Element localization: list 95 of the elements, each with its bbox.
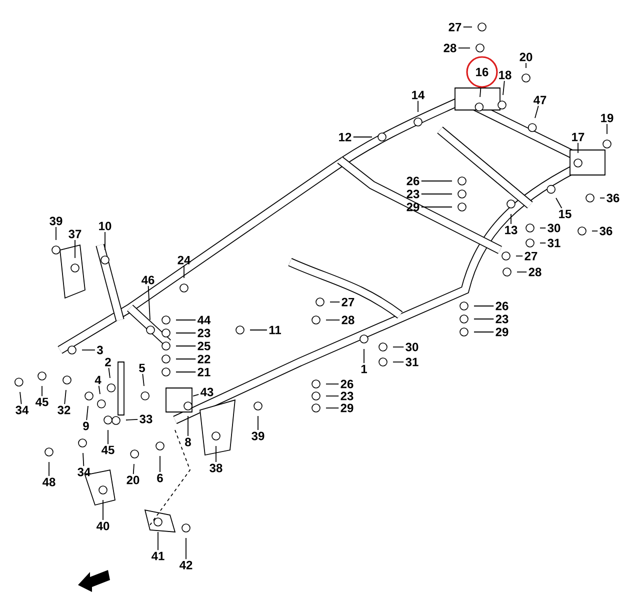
callout-number: 41 bbox=[152, 552, 164, 560]
callout-number: 3 bbox=[96, 346, 103, 354]
leader-line bbox=[104, 232, 106, 250]
leader-line bbox=[474, 318, 494, 320]
callout-number: 22 bbox=[198, 354, 210, 364]
callout-number: 23 bbox=[406, 190, 420, 198]
callout-number: 33 bbox=[140, 414, 152, 424]
callout-number: 31 bbox=[548, 238, 560, 248]
callout-number: 27 bbox=[448, 22, 462, 32]
callout-number: 28 bbox=[444, 44, 456, 52]
leader-line bbox=[176, 358, 196, 360]
callout-number: 20 bbox=[520, 52, 532, 62]
callout-number: 28 bbox=[528, 268, 542, 276]
callout-number: 38 bbox=[210, 464, 222, 472]
callout-number: 32 bbox=[58, 406, 70, 414]
callout-number: 20 bbox=[126, 476, 140, 484]
leader-line bbox=[148, 286, 150, 320]
leader-line bbox=[192, 394, 200, 396]
leader-line bbox=[540, 242, 546, 244]
callout-number: 1 bbox=[361, 364, 367, 374]
callout-number: 21 bbox=[198, 368, 210, 376]
callout-number: 39 bbox=[50, 216, 62, 226]
callout-number: 6 bbox=[157, 474, 163, 482]
leader-line bbox=[64, 390, 66, 404]
callout-number: 39 bbox=[252, 432, 264, 440]
callout-number: 43 bbox=[200, 388, 214, 396]
callout-number: 29 bbox=[340, 404, 354, 412]
callout-number: 11 bbox=[269, 326, 281, 334]
leader-line bbox=[20, 392, 22, 404]
callout-number: 34 bbox=[78, 468, 91, 476]
callout-number: 47 bbox=[534, 96, 546, 104]
callout-number: 12 bbox=[339, 132, 352, 142]
leader-line bbox=[502, 80, 505, 96]
leader-line bbox=[420, 180, 452, 182]
callout-number: 28 bbox=[342, 316, 354, 324]
callout-number: 24 bbox=[178, 256, 191, 264]
callout-number: 26 bbox=[496, 302, 508, 310]
callout-number: 14 bbox=[412, 90, 425, 100]
callout-number: 30 bbox=[406, 342, 418, 352]
callout-number: 13 bbox=[505, 226, 518, 234]
callout-number: 25 bbox=[198, 342, 210, 350]
callout-number: 23 bbox=[496, 314, 508, 324]
callout-number: 19 bbox=[601, 114, 614, 122]
leader-line bbox=[108, 367, 110, 378]
leader-line bbox=[462, 26, 472, 28]
callout-number: 44 bbox=[198, 316, 211, 324]
leader-line bbox=[132, 464, 134, 474]
leader-line bbox=[126, 418, 138, 420]
callout-number: 23 bbox=[198, 328, 210, 338]
circled-callout-number: 16 bbox=[466, 56, 498, 88]
leader-line bbox=[606, 124, 608, 134]
callout-number: 36 bbox=[600, 226, 612, 236]
callout-number: 26 bbox=[340, 380, 354, 388]
callout-number: 18 bbox=[499, 70, 512, 80]
callout-number: 29 bbox=[496, 328, 508, 336]
leader-line bbox=[480, 87, 482, 98]
callout-number: 27 bbox=[524, 252, 538, 260]
callout-number: 5 bbox=[139, 364, 145, 372]
callout-number: 8 bbox=[185, 438, 191, 446]
callout-number: 4 bbox=[94, 376, 102, 384]
leader-line bbox=[176, 332, 196, 334]
callout-number: 26 bbox=[406, 176, 420, 186]
callout-number: 42 bbox=[180, 560, 192, 570]
leader-line bbox=[98, 385, 100, 394]
leader-line bbox=[420, 206, 452, 208]
callout-number: 10 bbox=[99, 222, 112, 230]
callout-number: 48 bbox=[42, 478, 56, 486]
leader-line bbox=[48, 462, 50, 476]
callout-number: 2 bbox=[105, 358, 111, 366]
callout-number: 37 bbox=[68, 230, 82, 238]
callout-number: 23 bbox=[340, 392, 354, 400]
callout-number: 30 bbox=[548, 224, 560, 232]
callout-number: 46 bbox=[142, 276, 154, 284]
leader-line bbox=[74, 240, 76, 258]
callout-number: 9 bbox=[83, 422, 89, 430]
leader-line bbox=[392, 346, 404, 348]
leader-line bbox=[510, 214, 512, 224]
leader-line bbox=[556, 198, 562, 209]
callout-number: 27 bbox=[342, 298, 354, 306]
callout-number: 34 bbox=[16, 406, 29, 414]
callout-number: 36 bbox=[606, 194, 620, 202]
callout-number: 40 bbox=[96, 522, 110, 530]
callout-number: 45 bbox=[102, 446, 114, 454]
leader-line bbox=[352, 136, 372, 138]
callout-number: 17 bbox=[572, 132, 584, 142]
leader-line bbox=[102, 500, 104, 520]
callout-number: 15 bbox=[559, 210, 572, 218]
leader-line bbox=[592, 230, 598, 232]
callout-number: 45 bbox=[36, 398, 48, 406]
leader-line bbox=[82, 452, 84, 466]
leader-line bbox=[86, 406, 88, 420]
leader-line bbox=[142, 373, 144, 386]
callout-number: 29 bbox=[406, 202, 420, 212]
leader-line bbox=[534, 105, 539, 118]
callout-number: 31 bbox=[406, 358, 418, 366]
